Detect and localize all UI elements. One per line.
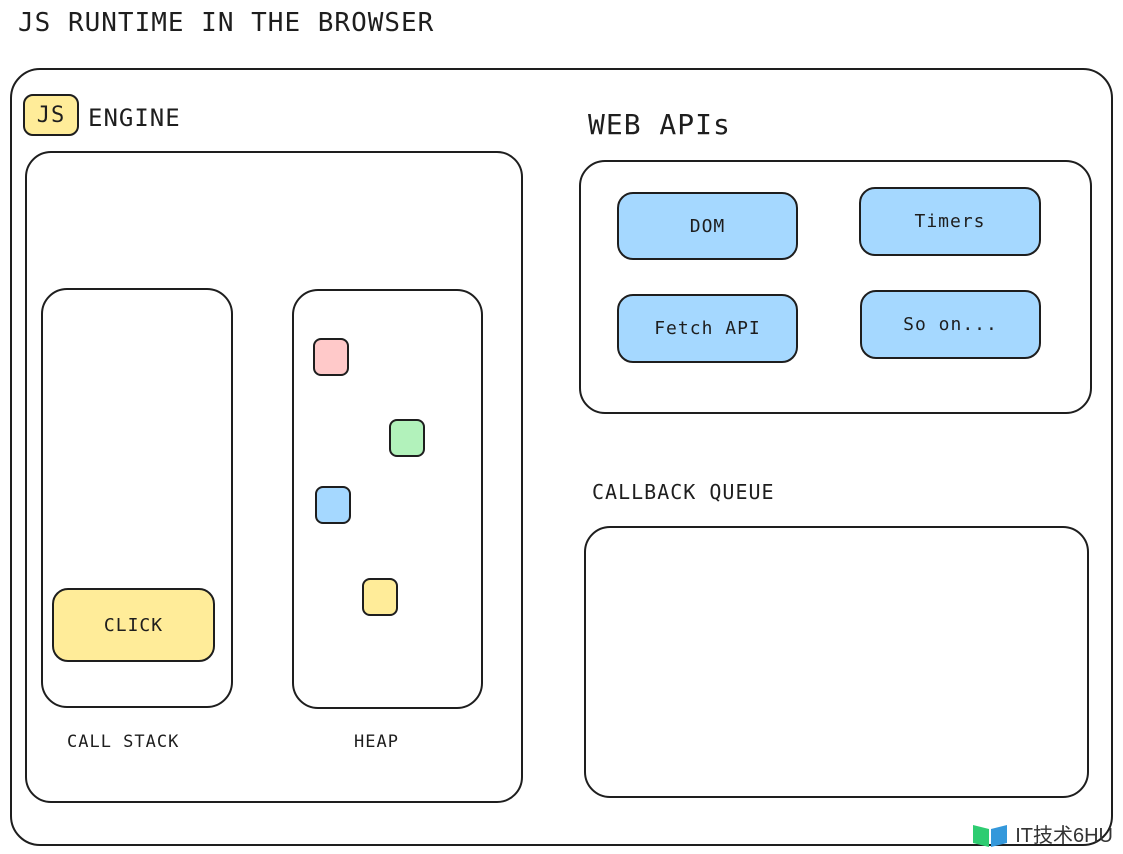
- web-api-so-on: So on...: [860, 290, 1041, 359]
- heap-object-green: [389, 419, 425, 457]
- engine-label: ENGINE: [88, 104, 181, 132]
- web-api-dom: DOM: [617, 192, 798, 260]
- web-api-timers: Timers: [859, 187, 1041, 256]
- web-apis-label: WEB APIs: [588, 108, 731, 141]
- call-stack-item-click: CLICK: [52, 588, 215, 662]
- web-api-timers-label: Timers: [914, 211, 986, 232]
- js-logo-icon: JS: [23, 94, 79, 136]
- heap-label: HEAP: [354, 732, 399, 752]
- web-api-fetch-label: Fetch API: [654, 318, 761, 339]
- call-stack-item-label: CLICK: [103, 614, 164, 636]
- callback-queue-label: CALLBACK QUEUE: [592, 480, 775, 504]
- watermark: IT技术6HU: [971, 819, 1113, 848]
- call-stack-label: CALL STACK: [67, 732, 180, 752]
- web-api-dom-label: DOM: [689, 215, 726, 237]
- heap-object-blue: [315, 486, 351, 524]
- watermark-text: IT技术6HU: [1015, 825, 1113, 847]
- js-badge-text: JS: [36, 102, 66, 128]
- web-api-so-on-label: So on...: [903, 314, 998, 335]
- book-logo-icon: [971, 821, 1009, 847]
- heap-object-yellow: [362, 578, 398, 616]
- diagram-title: JS RUNTIME IN THE BROWSER: [18, 8, 435, 38]
- heap-object-red: [313, 338, 349, 376]
- callback-queue-container: [584, 526, 1089, 798]
- web-api-fetch: Fetch API: [617, 294, 798, 363]
